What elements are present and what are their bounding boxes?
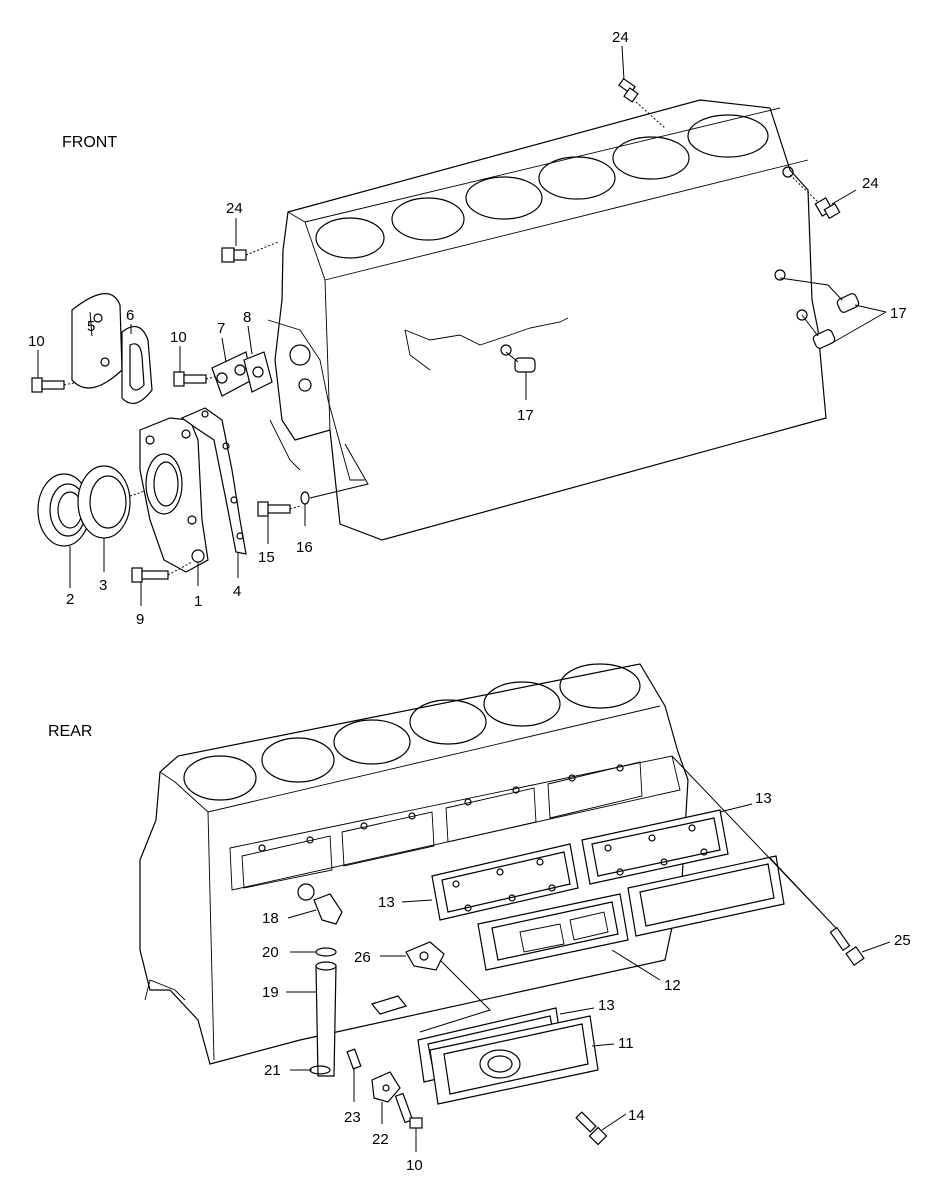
callout-24-left: 24 [226,200,243,217]
rear-view: REAR [48,663,911,1174]
gasket-6 [121,325,153,405]
gasket-4 [180,407,247,555]
callout-10-front: 10 [28,333,45,350]
callout-11: 11 [618,1035,634,1052]
callout-4: 4 [233,583,241,600]
cover-5 [71,293,123,389]
callout-24-top: 24 [612,29,629,46]
callout-14: 14 [628,1107,645,1124]
front-view: FRONT [28,29,907,628]
callout-13-upper-left: 13 [378,894,395,911]
cover-12 [477,893,629,971]
front-engine-block [267,99,827,541]
plug-17-lower [801,314,836,349]
rear-callouts: 13 13 13 25 18 20 26 12 19 11 21 23 [262,790,911,1174]
plug-24-right [789,174,841,220]
bolt-14 [575,1111,608,1146]
gasket-13-upper-right [581,809,729,885]
callout-5: 5 [87,318,95,335]
callout-2: 2 [66,591,74,608]
callout-16: 16 [296,539,313,556]
pin-23 [346,1048,362,1070]
callout-21: 21 [264,1062,281,1079]
callout-20: 20 [262,944,279,961]
bolt-25 [671,755,865,967]
tube-19 [315,961,337,1077]
front-callouts: 24 24 24 17 17 10 5 6 10 7 8 2 3 [28,29,907,628]
callout-24-right: 24 [862,175,879,192]
callout-9: 9 [136,611,144,628]
rear-engine-block [139,663,689,1065]
callout-1: 1 [194,593,202,610]
callout-15: 15 [258,549,275,566]
callout-13-upper-right: 13 [755,790,772,807]
gasket-13-upper-left [431,843,579,921]
clip-20 [315,947,337,957]
callout-17-right: 17 [890,305,907,322]
callout-7: 7 [217,320,225,337]
callout-3: 3 [99,577,107,594]
plug-24-left [221,241,279,263]
plug-24-top [618,77,666,129]
flange-22 [371,1071,401,1103]
callout-18: 18 [262,910,279,927]
bolt-10-rear [394,1092,423,1129]
callout-26: 26 [354,949,371,966]
elbow-18 [313,893,343,925]
bolt-9 [131,561,193,583]
bolt-15 [257,501,301,517]
callout-6: 6 [126,307,134,324]
gasket-8 [243,351,273,393]
front-housing-1 [139,417,209,573]
cover-12-right [627,855,785,937]
callout-23: 23 [344,1109,361,1126]
callout-25: 25 [894,932,911,949]
bolt-10-middle [173,371,219,387]
cover-11 [429,1015,599,1105]
callout-8: 8 [243,309,251,326]
callout-19: 19 [262,984,279,1001]
callout-13-lower: 13 [598,997,615,1014]
callout-17-side: 17 [517,407,534,424]
callout-12: 12 [664,977,681,994]
callout-22: 22 [372,1131,389,1148]
plug-17-side [505,351,536,373]
plug-17-upper [779,277,860,313]
front-section-label: FRONT [62,134,117,151]
gasket-small [370,995,408,1015]
callout-10-middle: 10 [170,329,187,346]
plate-26 [405,941,491,1033]
rear-section-label: REAR [48,723,92,740]
callout-10-rear: 10 [406,1157,423,1174]
seal-ring-3 [77,465,149,539]
